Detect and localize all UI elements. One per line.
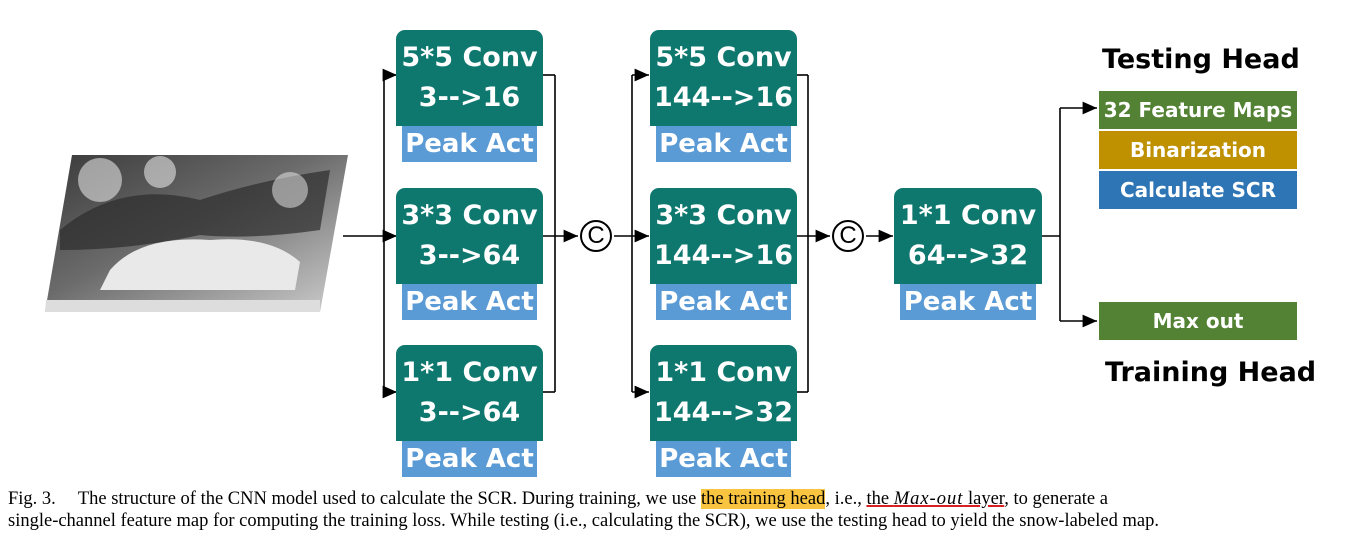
peak-act-label: Peak Act [900,284,1036,320]
binarization-bar: Binarization [1099,131,1297,169]
caption-ul-italic: Max-out [893,489,964,509]
conv-label: 1*1 Conv [899,200,1037,231]
peak-act-label: Peak Act [402,284,537,320]
cnn-architecture-figure: 5*5 Conv 3-->16 Peak Act 3*3 Conv 3-->64… [45,30,1317,477]
conv-block-col2-5x5: 5*5 Conv 144-->16 Peak Act [650,30,797,162]
conv-label: 5*5 Conv [655,42,792,73]
conv-block-col1-1x1: 1*1 Conv 3-->64 Peak Act [396,345,543,477]
concat-node-1: C [580,220,612,252]
channel-label: 3-->64 [418,240,521,271]
caption-ul-pre: the [866,489,894,509]
conv-block-col3-1x1: 1*1 Conv 64-->32 Peak Act [894,188,1042,320]
caption-text-part3: , to generate a [1004,489,1108,509]
figure-lines [45,68,1097,399]
caption-text-part1: The structure of the CNN model used to c… [77,489,702,509]
peak-act-label: Peak Act [656,126,791,162]
conv-label: 3*3 Conv [401,200,538,231]
conv-block-col1-3x3: 3*3 Conv 3-->64 Peak Act [396,188,543,320]
caption-fig-label: Fig. 3. [8,489,56,509]
conv-block-col1-5x5: 5*5 Conv 3-->16 Peak Act [396,30,543,162]
channel-label: 144-->16 [654,240,793,271]
peak-act-label: Peak Act [656,441,791,477]
input-snow-image [45,155,348,312]
testing-head-title: Testing Head [1102,44,1300,75]
channel-label: 3-->64 [418,397,521,428]
conv-block-col2-1x1: 1*1 Conv 144-->32 Peak Act [650,345,797,477]
caption-highlight: the training head [701,489,826,509]
peak-act-label: Peak Act [402,126,537,162]
conv-label: 1*1 Conv [401,357,538,388]
channel-label: 144-->32 [654,397,793,428]
caption-ul-post: layer [963,489,1005,509]
conv-label: 5*5 Conv [401,42,538,73]
peak-act-label: Peak Act [402,441,537,477]
channel-label: 144-->16 [654,82,793,113]
caption-line-2: single-channel feature map for computing… [8,511,1159,531]
channel-label: 64-->32 [907,240,1029,271]
concat-node-2: C [832,220,864,252]
caption-line-1: Fig. 3. The structure of the CNN model us… [8,488,1350,510]
training-head-title: Training Head [1105,357,1317,388]
conv-label: 1*1 Conv [655,357,792,388]
channel-label: 3-->16 [418,82,521,113]
peak-act-label: Peak Act [656,284,791,320]
feature-maps-bar: 32 Feature Maps [1099,91,1297,129]
max-out-bar: Max out [1099,302,1297,340]
caption-text-part2: , i.e., [825,489,867,509]
conv-block-col2-3x3: 3*3 Conv 144-->16 Peak Act [650,188,797,320]
calculate-scr-bar: Calculate SCR [1099,171,1297,209]
caption-underlined-phrase: the Max-out layer [866,489,1004,509]
conv-label: 3*3 Conv [655,200,792,231]
figure-caption: Fig. 3. The structure of the CNN model us… [8,488,1350,532]
